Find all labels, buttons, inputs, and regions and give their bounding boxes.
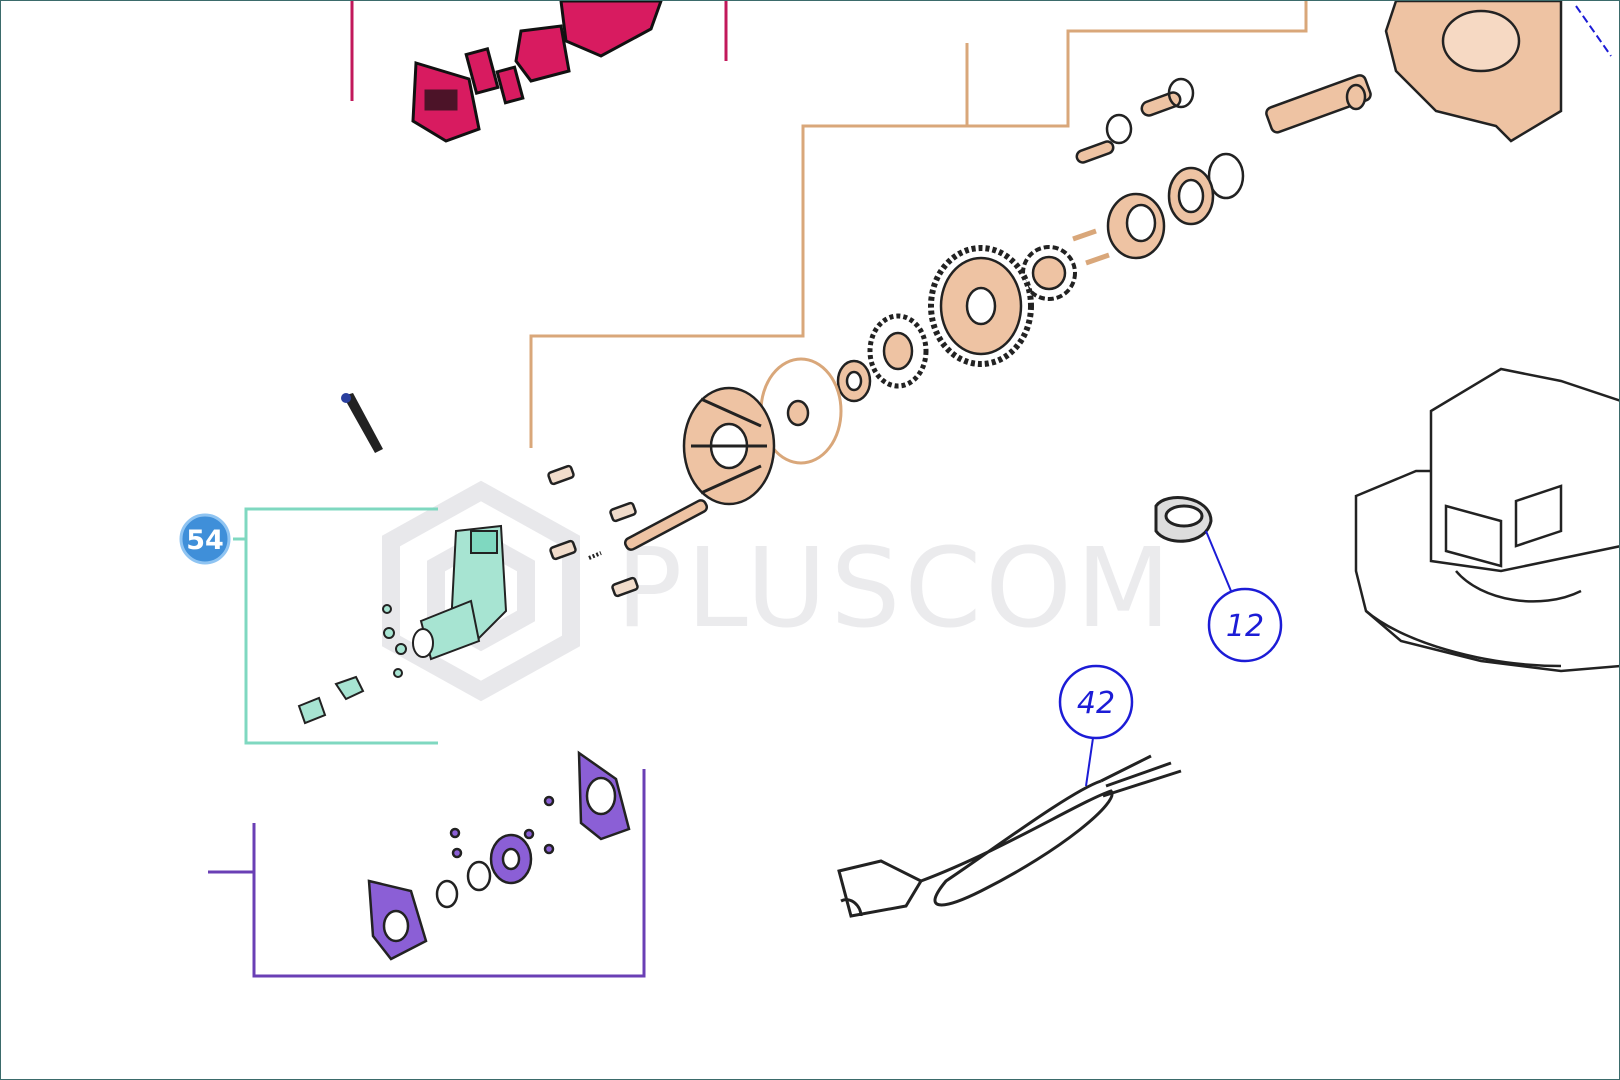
limit-switch-parts <box>367 750 631 961</box>
base-housing-part[interactable] <box>1354 367 1620 673</box>
callout-42-circle <box>1058 664 1134 740</box>
small-bearing-part <box>836 359 872 403</box>
control-board-part <box>411 1 663 143</box>
oring-part <box>1207 152 1245 200</box>
gearbox-group[interactable] <box>547 1 1612 598</box>
callout-42[interactable]: 42 <box>1058 664 1134 787</box>
badge-54 <box>179 513 231 565</box>
callout-54[interactable]: 54 <box>179 513 231 565</box>
callout-42-label: 42 <box>1077 686 1115 721</box>
motor-group[interactable] <box>233 507 508 745</box>
main-gear-part <box>928 245 1034 367</box>
pinion-gear-part <box>867 313 929 389</box>
motor-bracket <box>244 507 438 745</box>
drive-cog-part <box>1021 245 1077 301</box>
callout-12-leader <box>1205 530 1232 592</box>
callout-12-label: 12 <box>1226 609 1264 644</box>
watermark: PLUSCOM <box>382 480 1175 702</box>
gear-housing-part <box>1384 1 1612 143</box>
gearbox-cover-part <box>682 386 776 506</box>
bearing-part <box>1167 166 1215 226</box>
callout-42-leader <box>1085 737 1094 787</box>
callout-12-circle <box>1207 587 1283 663</box>
limit-switch-group[interactable] <box>208 750 646 978</box>
release-key-part[interactable] <box>341 393 383 453</box>
grommet-part[interactable] <box>1154 496 1213 543</box>
small-screws-part <box>1072 228 1110 266</box>
gearbox-bracket <box>529 1 1308 448</box>
watermark-text: PLUSCOM <box>616 524 1175 652</box>
cover-screws-part <box>547 464 639 598</box>
shaft-pins-part <box>1075 74 1372 164</box>
motor-small-parts <box>297 604 407 725</box>
callout-54-label: 54 <box>186 525 224 556</box>
motor-shaft-part <box>623 499 709 551</box>
bushing-part <box>1106 192 1166 260</box>
limit-switch-bracket <box>252 769 646 978</box>
motor-part <box>412 524 508 661</box>
power-cable-part[interactable] <box>837 754 1182 918</box>
callout-12[interactable]: 12 <box>1205 530 1283 663</box>
electronics-group[interactable] <box>350 1 728 143</box>
